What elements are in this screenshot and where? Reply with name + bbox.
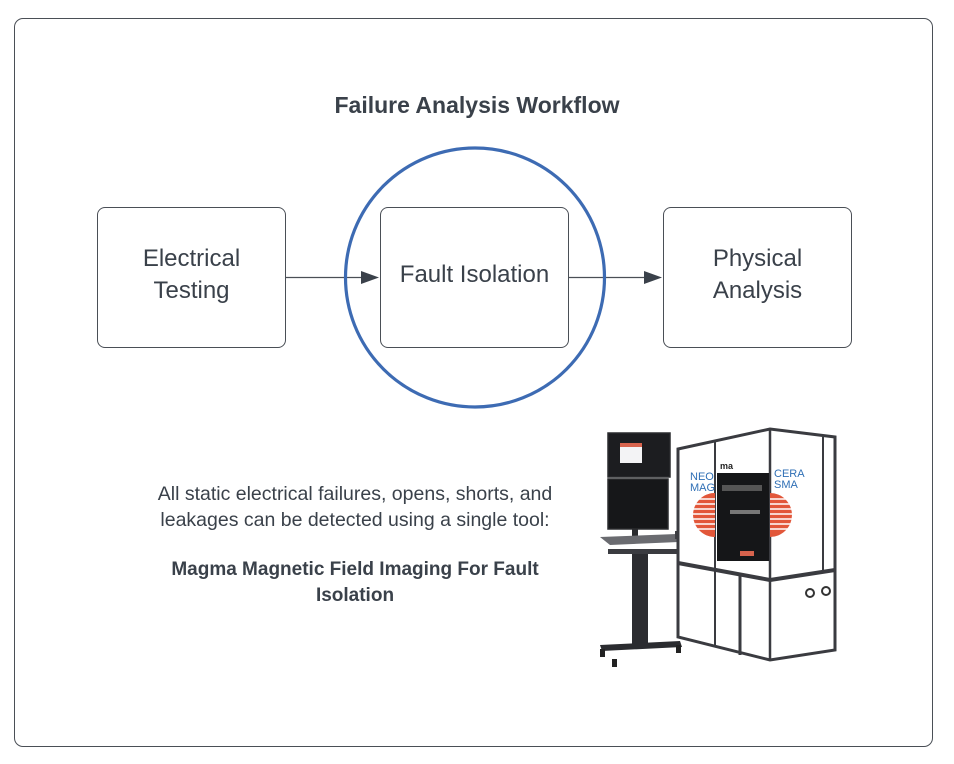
logo-ma: ma (720, 461, 734, 471)
monitor-top (607, 432, 671, 478)
step-physical-analysis: Physical Analysis (663, 207, 852, 348)
step-label: Fault Isolation (399, 260, 550, 288)
svg-text:MAG: MAG (690, 482, 715, 494)
machine-image: NEO MAG CERA SMA ma (600, 427, 837, 667)
diagram-title: Failure Analysis Workflow (334, 92, 620, 118)
vent-icon (821, 586, 831, 596)
step-label: Electrical Testing (142, 244, 241, 304)
brand-text-left: NEO (690, 471, 714, 483)
step-fault-isolation: Fault Isolation (380, 207, 569, 348)
monitor-bottom (607, 478, 669, 537)
diagram-frame (14, 18, 933, 747)
step-label: Physical Analysis (712, 244, 803, 304)
logo-disc-right (770, 493, 795, 537)
step-electrical-testing: Electrical Testing (97, 207, 286, 348)
inner-chamber (717, 473, 769, 561)
tool-name: Magma Magnetic Field Imaging For Fault I… (171, 559, 539, 606)
logo-disc-left (690, 493, 715, 537)
svg-text:SMA: SMA (774, 479, 799, 491)
stand (600, 554, 682, 667)
description-text: All static electrical failures, opens, s… (157, 483, 553, 531)
vent-icon (805, 588, 815, 598)
brand-text-right: CERA (774, 468, 805, 480)
